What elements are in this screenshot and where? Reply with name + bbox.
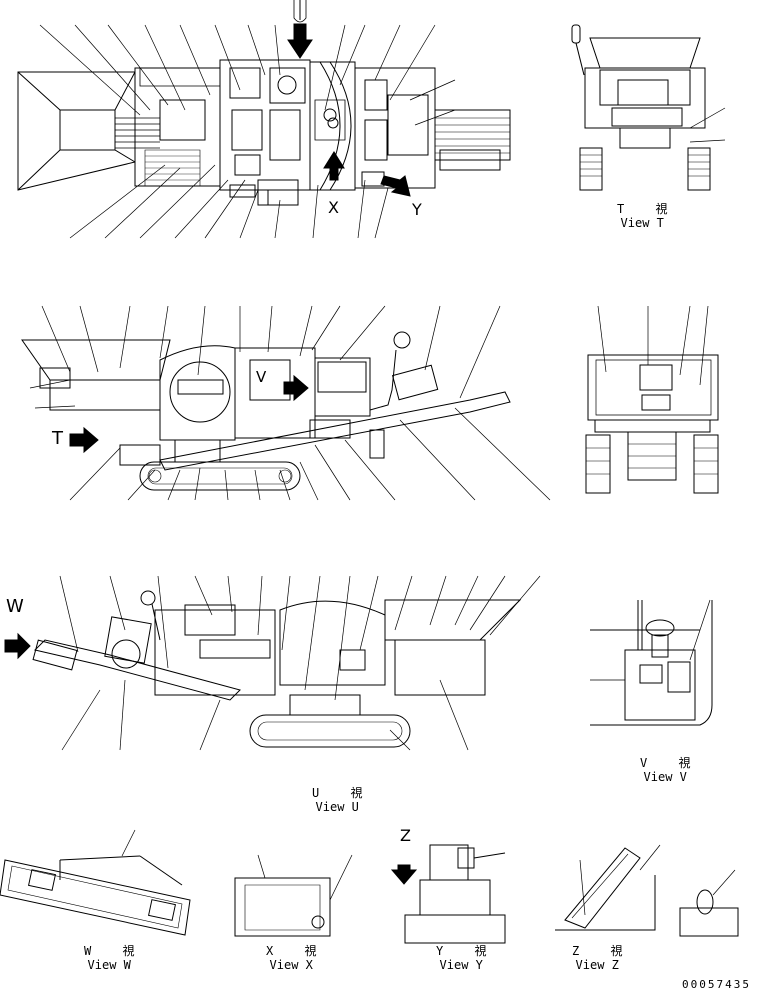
view-v-drawing [586,306,718,493]
view-v-en: View V [643,770,687,784]
view-v-caption: V 視 View V [628,756,702,784]
view-u-jp: U 視 [312,786,375,800]
view-t-jp: T 視 [617,202,680,216]
direction-letter-w: W [6,596,24,617]
view-w-en: View W [87,958,131,972]
view-w-caption: W 視 View W [72,944,146,972]
view-y-drawing [392,845,505,943]
view-x-caption: X 視 View X [254,944,328,972]
view-t-drawing [572,25,725,190]
document-number: 00057435 [682,978,751,991]
view-u-en: View U [315,800,359,814]
direction-letter-t: T [52,428,63,449]
view-x-drawing [235,855,352,936]
view-u-caption: U 視 View U [300,786,374,814]
view-w-drawing [0,830,190,935]
direction-letter-v: V [256,368,267,386]
view-y-caption: Y 視 View Y [424,944,498,972]
view-z-caption: Z 視 View Z [560,944,634,972]
side-view [22,306,550,500]
view-v-jp: V 視 [640,756,703,770]
view-y-jp: Y 視 [436,944,499,958]
view-z-en: View Z [575,958,619,972]
view-z-jp: Z 視 [572,944,635,958]
direction-letter-z: Z [400,826,411,845]
view-x-en: View X [269,958,313,972]
direction-letter-x: X [328,198,339,217]
view-x-jp: X 視 [266,944,329,958]
view-t-caption: T 視 View T [605,202,679,230]
direction-letter-y: Y [412,200,422,219]
view-z-drawing [555,845,660,930]
label-sample-drawing [680,870,738,936]
view-u-drawing [5,576,540,750]
plan-view [18,0,510,238]
view-v-detail [590,600,712,725]
view-t-en: View T [620,216,664,230]
view-y-en: View Y [439,958,483,972]
view-w-jp: W 視 [84,944,147,958]
